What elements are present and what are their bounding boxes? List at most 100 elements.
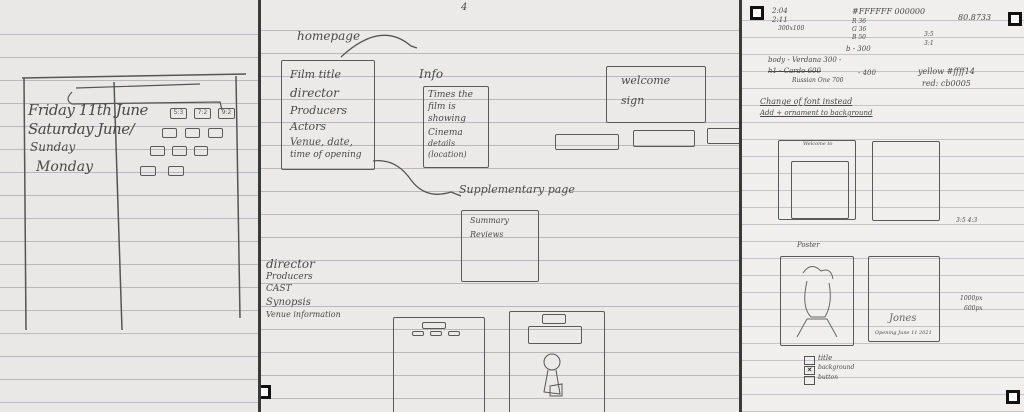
supplementary-item: Reviews [470,230,504,239]
scan-marker-icon [261,385,271,399]
sign-text: sign [621,94,645,107]
welcome-sketch-label: Welcome to [803,141,833,147]
time-slot-button[interactable] [172,146,187,156]
nav-button-sketch[interactable] [633,130,695,147]
note-line: CAST [266,284,292,294]
day-saturday: Saturday June/ [28,120,135,138]
rgb-value: G 36 [852,26,867,33]
supplementary-wireframe: Summary Reviews [461,210,539,282]
homepage-item: time of opening [290,150,362,160]
supplementary-item: Summary [470,216,509,225]
time-slot-button[interactable] [185,128,200,138]
size-note: 1000px [960,295,983,302]
dimension-note: 2:04 [772,7,788,15]
fraction-note: 3:5 [924,31,934,38]
todo-item: Change of font instead [760,97,853,106]
welcome-sign-wireframe: welcome sign [606,66,706,123]
hex-heading: #FFFFFF 000000 [852,7,926,16]
note-line: Synopsis [266,297,311,308]
homepage-sketch-lines [340,34,462,197]
homepage-item: Actors [290,120,327,133]
note-line: Venue information [266,310,341,319]
character-sketch-icon [796,266,838,338]
welcome-page-sketch: Welcome to [778,140,856,220]
checkbox-unchecked[interactable] [804,356,815,365]
ratio-note: 80.8733 [958,13,992,22]
notebook-page-homepage: 4 homepage Film title director Producers… [261,0,739,412]
note-line: director [266,257,315,271]
time-slot-button[interactable]: 5:3 [170,108,187,119]
nav-button-sketch[interactable] [707,128,739,144]
time-slot-button[interactable] [140,166,156,176]
schedule-sketch-lines [21,73,247,331]
page-number: 4 [461,2,468,13]
button-sketch [430,331,442,336]
time-slot-button[interactable]: 7:2 [194,108,211,119]
scan-marker-icon [750,6,764,20]
time-slot-button[interactable] [162,128,177,138]
scan-marker-icon [1008,12,1022,26]
time-slot-button[interactable] [168,166,184,176]
font-note-h1: h1 - Cardo 600 [768,67,821,75]
time-slot-button[interactable]: 9:2 [218,108,235,119]
info-item: details [428,139,456,148]
checklist-label: background [818,364,855,371]
checklist-label: button [818,374,839,381]
info-item: Times the [428,90,473,100]
font-note-b: b - 300 [846,45,871,53]
poster-label: Poster [797,241,820,249]
homepage-label: homepage [297,29,361,43]
font-note-body: body - Verdana 300 - [768,56,842,64]
supplementary-label: Supplementary page [459,183,575,196]
colour-red: red: cb0005 [922,79,971,88]
day-sunday: Sunday [30,140,76,154]
time-slot-button[interactable] [208,128,223,138]
scan-marker-icon [1006,390,1020,404]
info-item: film is [428,102,456,112]
info-label: Info [419,67,444,81]
dimension-note: 2:11 [772,16,788,24]
todo-item: Add + ornament to background [760,109,873,117]
size-note: 600px [964,305,983,312]
homepage-item: director [290,86,339,100]
colour-yellow: yellow #ffff14 [918,67,975,76]
dimension-note: 300x100 [778,25,805,32]
checkbox-unchecked[interactable] [804,376,815,385]
poster-title: Jones [889,313,917,324]
poster-page-wireframe [509,311,605,412]
welcome-text: welcome [621,74,671,87]
notebook-page-design-notes: 2:04 2:11 300x100 #FFFFFF 000000 R 36 G … [742,0,1024,412]
banner-sketch [528,326,582,344]
day-monday: Monday [36,159,93,175]
rgb-value: B 50 [852,34,866,41]
poster-sketch-right: Jones Opening June 11 2021 [868,256,940,342]
fraction-note: 3:1 [924,40,934,47]
content-sketch [791,161,849,219]
time-slot-button[interactable] [194,146,208,156]
font-note-h1-value: - 400 [858,69,876,77]
character-sketch-icon [543,353,563,397]
notebook-page-schedule: Friday 11th June Saturday June/ Sunday M… [0,0,258,412]
ratio-sketch-note: 3:5 4:3 [956,217,978,224]
homepage-item: Venue, date, [290,137,353,148]
checklist-label: title [818,354,833,362]
info-wireframe: Times the film is showing Cinema details… [423,86,489,168]
homepage-item: Producers [290,104,347,117]
rgb-value: R 36 [852,18,867,25]
poster-sketch-left [780,256,854,346]
button-sketch [412,331,424,336]
button-sketch [448,331,460,336]
timetable-wireframe [393,317,485,412]
checkbox-checked[interactable]: ✕ [804,366,815,375]
homepage-wireframe: Film title director Producers Actors Ven… [281,60,375,170]
title-bar-sketch [542,314,566,324]
font-note-h1-alt: Russian One 700 [792,77,844,84]
info-item: Cinema [428,128,463,138]
blank-page-sketch [872,141,940,221]
homepage-item: Film title [290,68,341,81]
time-slot-button[interactable] [150,146,165,156]
info-item: (location) [428,150,467,159]
note-line: Producers [266,272,313,282]
nav-button-sketch[interactable] [555,134,619,150]
day-friday: Friday 11th June [28,101,148,119]
